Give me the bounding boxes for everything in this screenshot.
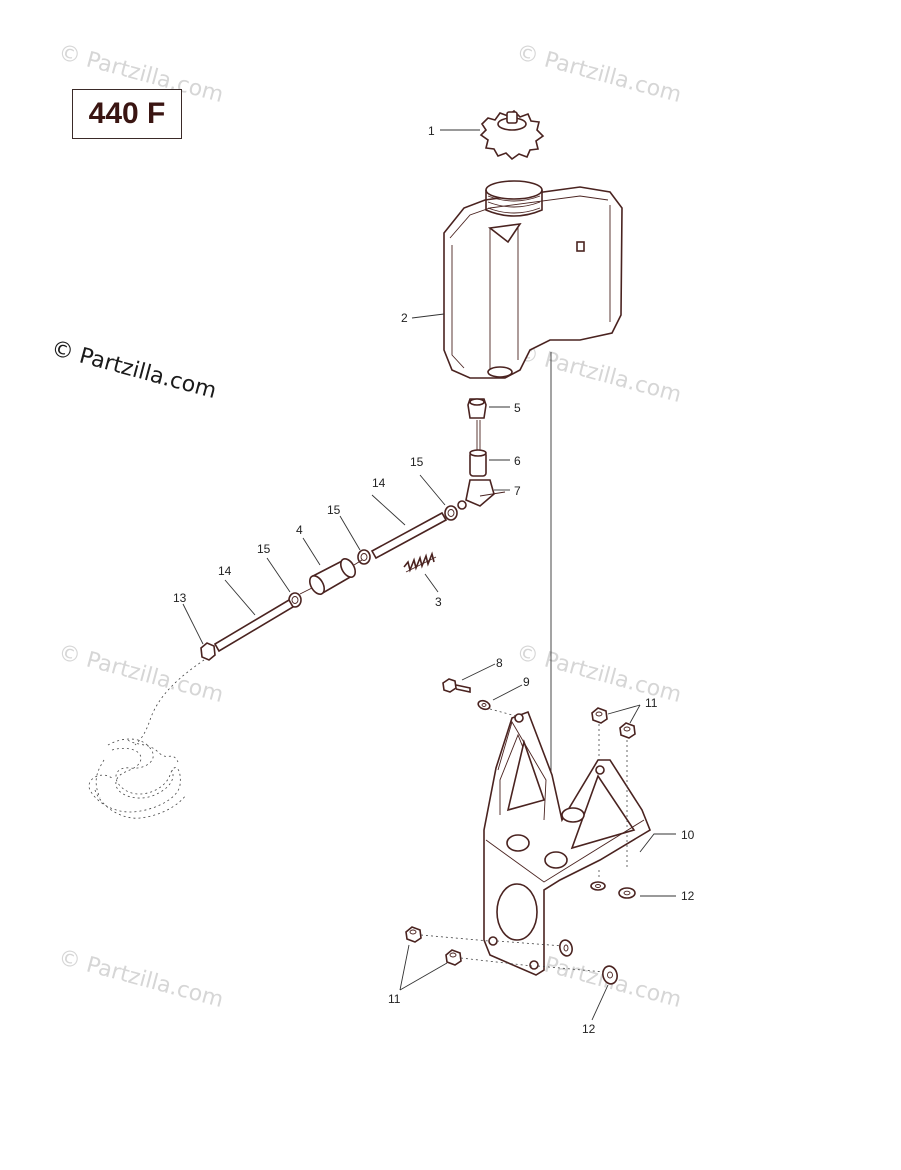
flat-washer: [618, 887, 636, 899]
callout-1: 1: [428, 124, 435, 138]
callout-11: 11: [645, 696, 658, 710]
mounting-bracket: [483, 710, 651, 976]
clamp-nut: [200, 642, 216, 661]
callout-3: 3: [435, 595, 442, 609]
callout-11: 11: [388, 992, 401, 1006]
callout-6: 6: [514, 454, 521, 468]
bolt: [442, 678, 471, 693]
oil-filter: [299, 558, 363, 596]
callout-15: 15: [327, 503, 341, 517]
hose-routing-detail: [88, 738, 187, 819]
callout-15: 15: [410, 455, 424, 469]
callout-8: 8: [496, 656, 503, 670]
lock-nut: [405, 926, 422, 943]
callout-7: 7: [514, 484, 521, 498]
flat-washer: [559, 939, 573, 957]
callout-12: 12: [681, 889, 695, 903]
callout-4: 4: [296, 523, 303, 537]
washer: [477, 699, 491, 711]
oil-hose: [370, 511, 448, 560]
oil-tank: [443, 180, 623, 379]
lock-nut: [591, 707, 608, 724]
lock-nut: [445, 949, 462, 966]
oil-cap: [479, 109, 545, 161]
callout-15: 15: [257, 542, 271, 556]
model-label: 440 F: [72, 89, 182, 139]
fuel-line-connector: [469, 449, 487, 477]
lock-nut: [619, 722, 636, 739]
callout-9: 9: [523, 675, 530, 689]
callout-13: 13: [173, 591, 187, 605]
callout-14: 14: [372, 476, 386, 490]
callout-14: 14: [218, 564, 232, 578]
spring: [403, 551, 437, 573]
flat-washer: [602, 965, 618, 985]
hose-clamp: [444, 505, 458, 521]
callout-5: 5: [514, 401, 521, 415]
callout-2: 2: [401, 311, 408, 325]
callout-12: 12: [582, 1022, 596, 1036]
grommet: [467, 398, 487, 419]
elbow-fitting: [457, 479, 506, 510]
callout-10: 10: [681, 828, 695, 842]
flat-washer: [590, 881, 606, 891]
oil-hose: [213, 598, 295, 653]
